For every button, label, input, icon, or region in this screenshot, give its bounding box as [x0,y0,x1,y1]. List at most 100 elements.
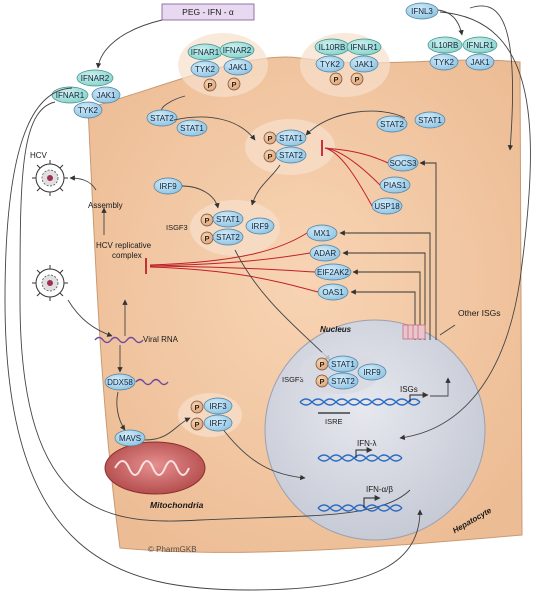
svg-text:STAT2: STAT2 [150,114,174,123]
svg-text:ADAR: ADAR [314,249,336,258]
svg-text:P: P [267,134,272,143]
svg-text:EIF2AK2: EIF2AK2 [317,268,350,277]
ifn-lambda-label: IFN-λ [357,439,377,448]
svg-text:P: P [194,403,199,412]
svg-text:STAT1: STAT1 [216,215,240,224]
assembly-label: Assembly [88,201,123,210]
isgf3-nucleus-complex: P P STAT1 STAT2 IRF9 [315,355,387,390]
left-receptor-group: IFNAR2 IFNAR1 JAK1 TYK2 [51,69,121,119]
svg-text:IRF9: IRF9 [251,222,269,231]
svg-text:P: P [267,152,272,161]
isg-proteins: MX1 ADAR EIF2AK2 OAS1 [306,224,352,301]
inhibition-lines [145,140,389,293]
svg-text:IRF7: IRF7 [209,419,227,428]
ifnar-complex: IFNAR1 IFNAR2 TYK2 JAK1 P P [187,41,255,92]
svg-text:MAVS: MAVS [119,434,141,443]
ifnl3-label: IFNL3 [411,7,433,16]
svg-text:SOCS3: SOCS3 [389,159,417,168]
stat2-right [376,115,408,133]
svg-text:IFNAR1: IFNAR1 [191,48,220,57]
irf-complex: P P IRF3 IRF7 [190,397,233,432]
svg-text:OAS1: OAS1 [322,288,344,297]
other-isgs-label: Other ISGs [458,308,501,318]
nuclear-pore-icon [402,324,426,340]
ifn-ab-label: IFN-α/β [366,485,393,494]
svg-text:P: P [204,216,209,225]
svg-text:JAK1: JAK1 [354,60,374,69]
hcv-label: HCV [30,151,48,160]
svg-text:P: P [207,81,212,90]
isgs-promoter-arrow [409,392,429,402]
svg-text:IRF3: IRF3 [209,402,227,411]
peg-ifn-label: PEG - IFN - α [182,7,234,17]
svg-text:IRF9: IRF9 [159,182,177,191]
svg-text:IL10RB: IL10RB [319,43,346,52]
mitochondria-icon [104,441,206,495]
replicative-complex-text-line2: complex [112,251,142,260]
mavs-protein [114,429,146,447]
ifnl3-protein [405,2,439,20]
svg-text:IFNLR1: IFNLR1 [350,43,378,52]
ddx58-rna [135,378,169,386]
svg-text:P: P [354,75,359,84]
svg-text:JAK1: JAK1 [228,63,248,72]
viral-rna-strand [94,336,144,344]
svg-text:STAT2: STAT2 [331,377,355,386]
peg-ifn-box [161,3,255,21]
ifnar-complex-halo [178,33,268,97]
svg-text:P: P [204,234,209,243]
svg-text:IFNAR2: IFNAR2 [81,74,110,83]
svg-text:IFNLR1: IFNLR1 [466,41,494,50]
stat1-right [414,111,446,129]
svg-text:P: P [319,360,324,369]
svg-text:STAT2: STAT2 [279,151,303,160]
svg-text:P: P [231,80,236,89]
hcv-virus-icon-entering [32,265,68,301]
ifn-lambda-promoter-arrow [355,447,373,458]
svg-text:STAT1: STAT1 [180,124,204,133]
svg-text:P: P [333,75,338,84]
stat-complex: P P STAT1 STAT2 [263,129,307,164]
isgf3-label-nucleus: ISGF3 [282,375,304,384]
svg-text:IFNAR2: IFNAR2 [223,46,252,55]
svg-text:DDX58: DDX58 [107,378,133,387]
svg-text:TYK2: TYK2 [195,65,216,74]
svg-text:TYK2: TYK2 [78,106,99,115]
svg-text:PIAS1: PIAS1 [384,181,407,190]
svg-text:IFNAR1: IFNAR1 [56,91,85,100]
il10rb-complex: IL10RB IFNLR1 TYK2 JAK1 P P [314,38,382,86]
ddx58-protein [104,373,136,391]
svg-text:MX1: MX1 [314,229,331,238]
isg-arrows [339,160,437,340]
svg-text:STAT2: STAT2 [380,120,404,129]
svg-text:P: P [319,377,324,386]
signal-arrows [4,5,531,591]
svg-text:USP18: USP18 [374,202,400,211]
nucleus [264,319,486,541]
svg-text:TYK2: TYK2 [320,60,341,69]
inhibitor-proteins: SOCS3 PIAS1 USP18 [371,154,419,215]
svg-text:TYK2: TYK2 [434,58,455,67]
svg-text:IL10RB: IL10RB [432,41,459,50]
nucleus-label: Nucleus [320,325,352,334]
isgf3-complex-halo [190,200,280,256]
svg-text:JAK1: JAK1 [470,58,490,67]
isgs-gene-label: ISGs [400,385,418,394]
viral-rna-label: Viral RNA [143,335,179,344]
svg-text:STAT1: STAT1 [418,116,442,125]
svg-text:STAT1: STAT1 [279,134,303,143]
svg-text:IRF9: IRF9 [363,368,381,377]
svg-text:JAK1: JAK1 [96,91,116,100]
replicative-complex-text: HCV replicative [96,241,152,250]
replicative-complex-label: HCV replicative complex [96,241,153,260]
right-receptor-group: IL10RB IFNLR1 TYK2 JAK1 [427,36,498,71]
isgf3-complex: P P STAT1 STAT2 IRF9 [200,210,275,246]
isre-label: ISRE [325,417,343,426]
svg-text:P: P [194,420,199,429]
watermark-label: © PharmGKB [148,545,197,554]
svg-text:STAT1: STAT1 [331,360,355,369]
svg-text:STAT2: STAT2 [216,233,240,242]
ifn-ab-promoter-arrow [363,495,381,508]
hcv-virus-icon [32,160,68,196]
